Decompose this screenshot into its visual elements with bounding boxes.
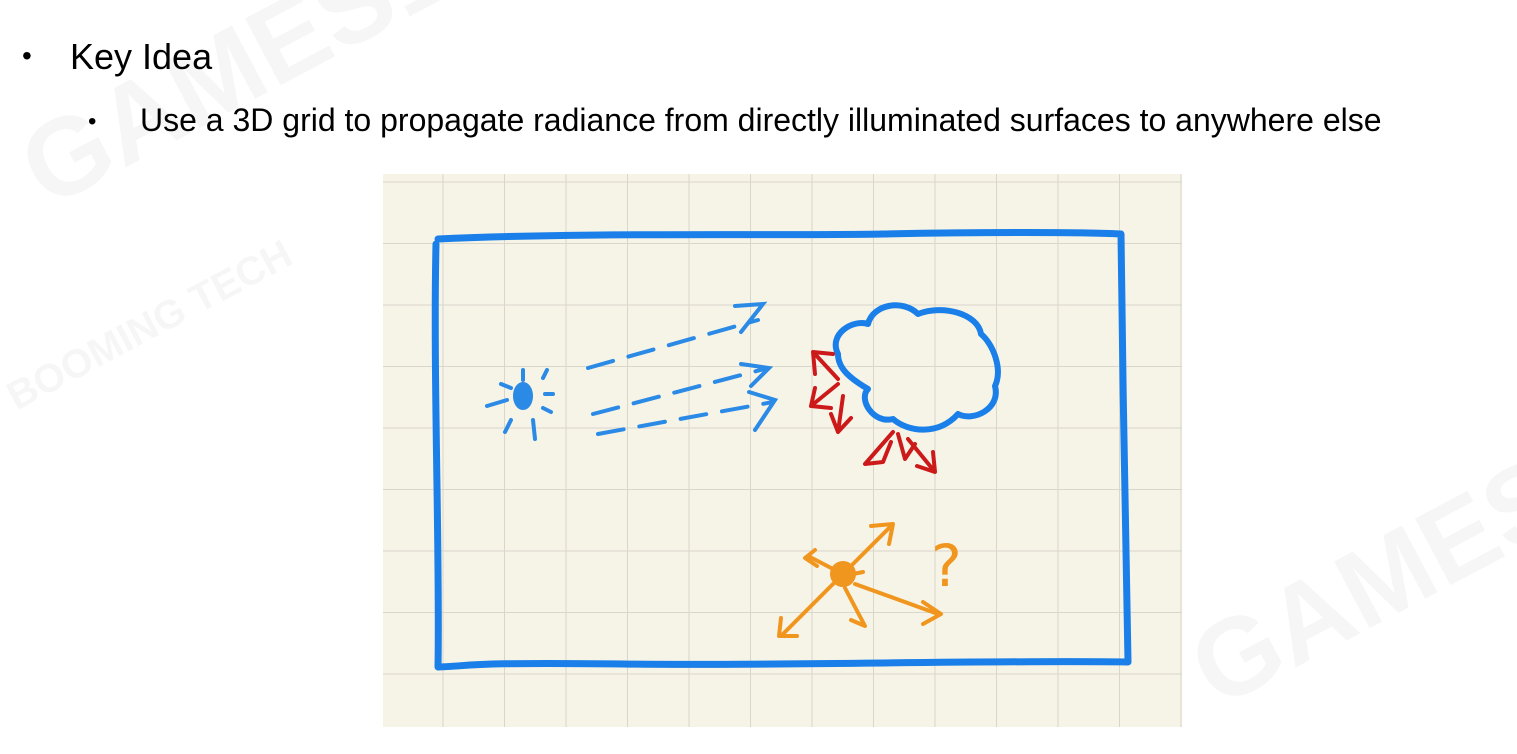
bullet-level2: • [88,108,97,135]
sketch-svg: ? [383,174,1182,727]
sketch-figure: ? [383,174,1182,727]
propagation-point [777,522,943,638]
light-rays [586,301,779,436]
room-frame [431,229,1132,671]
point-text: Use a 3D grid to propagate radiance from… [140,102,1382,138]
lit-object [832,302,1001,433]
grid-lines [383,174,1182,727]
heading-key-idea: Key Idea [70,36,213,77]
watermark-right: GAMES104 [1170,344,1517,732]
question-mark: ? [931,532,962,600]
light-source-icon [485,368,555,441]
bullet-level1: • [22,40,32,71]
watermark-small-left: BOOMING TECH [0,232,300,420]
reflected-radiance-arrows [809,350,937,474]
